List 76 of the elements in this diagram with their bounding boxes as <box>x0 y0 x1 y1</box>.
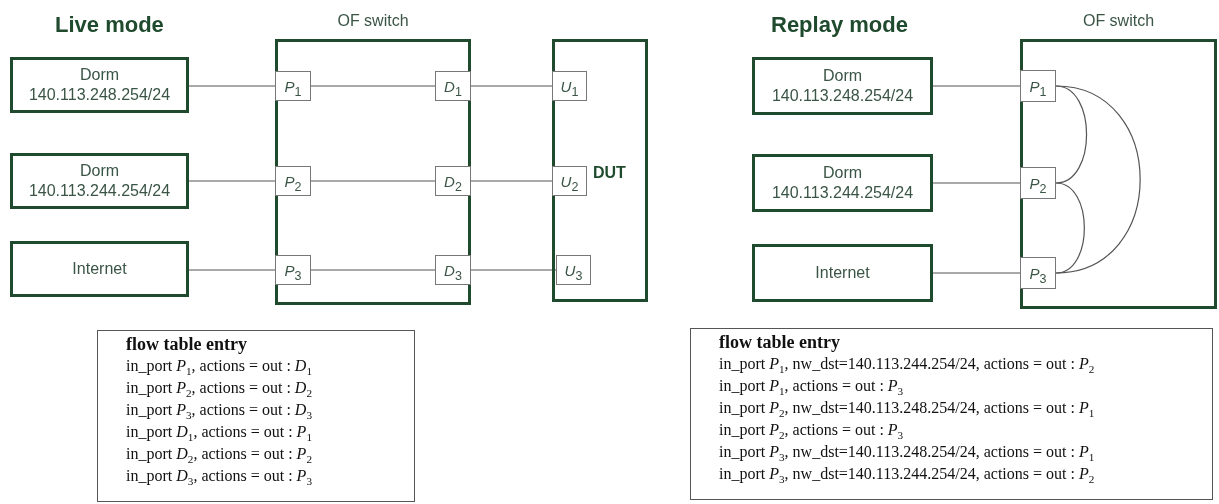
network-name: Dorm <box>822 163 863 183</box>
flow-rule-text: in_port P$_{3}$, nw_dst=140.113.244.254/24, actions = out : P$_{2}$ <box>719 464 1096 485</box>
flow-rule-text: in_port D$_{3}$, actions = out : P$_{3}$ <box>126 466 313 487</box>
table-heading: flow table entry <box>719 331 841 353</box>
network-box <box>752 154 933 212</box>
switch-label: OF switch <box>1082 12 1155 30</box>
port-box <box>1020 70 1056 102</box>
network-name: Internet <box>815 263 870 283</box>
mode-title: Replay mode <box>771 12 908 38</box>
network-box <box>752 57 933 115</box>
port-label: P$_{2}$ <box>1029 174 1047 192</box>
network-name: Dorm <box>79 161 120 181</box>
connection-line <box>470 85 553 87</box>
network-name: Dorm <box>79 65 120 85</box>
flow-rule-text: in_port D$_{2}$, actions = out : P$_{2}$ <box>126 444 313 465</box>
port-label: U$_{3}$ <box>564 261 583 279</box>
connection-line <box>1055 85 1088 184</box>
port-box <box>1020 167 1056 199</box>
network-box <box>10 57 189 113</box>
connection-line <box>188 85 276 87</box>
port-label: U$_{1}$ <box>560 77 579 95</box>
flow-table-box <box>690 328 1213 500</box>
flow-rule-text: in_port P$_{1}$, nw_dst=140.113.244.254/24, actions = out : P$_{2}$ <box>719 354 1096 375</box>
port-label: D$_{2}$ <box>444 172 462 190</box>
device-box <box>552 39 648 302</box>
port-box <box>435 71 471 101</box>
port-label: P$_{3}$ <box>1029 264 1047 282</box>
flow-rule-text: in_port P$_{1}$, actions = out : D$_{1}$ <box>126 356 313 377</box>
port-box <box>275 71 311 101</box>
connection-line <box>310 269 436 271</box>
network-box <box>10 153 189 209</box>
flow-rule-text: in_port P$_{2}$, nw_dst=140.113.248.254/24, actions = out : P$_{1}$ <box>719 398 1096 419</box>
flow-rule-text: in_port P$_{2}$, actions = out : D$_{2}$ <box>126 378 313 399</box>
connection-line <box>932 182 1021 184</box>
flow-rule-text: in_port P$_{2}$, actions = out : P$_{3}$ <box>719 420 905 441</box>
port-box <box>556 255 591 285</box>
ip-address: 140.113.244.254/24 <box>28 181 171 201</box>
mode-title: Live mode <box>55 12 164 38</box>
port-box <box>552 71 587 101</box>
table-heading: flow table entry <box>126 333 248 355</box>
flow-rule-text: in_port P$_{3}$, actions = out : D$_{3}$ <box>126 400 313 421</box>
network-name: Dorm <box>822 66 863 86</box>
port-box <box>435 255 471 285</box>
port-label: P$_{1}$ <box>284 77 302 95</box>
port-label: P$_{1}$ <box>1029 77 1047 95</box>
device-label: DUT <box>593 164 626 182</box>
port-label: P$_{2}$ <box>284 172 302 190</box>
connection-line <box>932 272 1021 274</box>
network-box <box>752 244 933 302</box>
ip-address: 140.113.248.254/24 <box>28 85 171 105</box>
ip-address: 140.113.248.254/24 <box>771 86 914 106</box>
port-label: P$_{3}$ <box>284 261 302 279</box>
network-box <box>10 241 189 297</box>
connection-line <box>1055 85 1141 274</box>
connection-line <box>932 85 1021 87</box>
connection-line <box>310 180 436 182</box>
connection-line <box>310 85 436 87</box>
switch-label: OF switch <box>337 12 409 30</box>
port-box <box>275 166 311 196</box>
connection-line <box>1055 182 1085 274</box>
flow-table-box <box>97 330 415 502</box>
flow-rule-text: in_port P$_{1}$, actions = out : P$_{3}$ <box>719 376 905 397</box>
port-label: U$_{2}$ <box>560 172 579 190</box>
port-box <box>275 255 311 285</box>
port-box <box>435 166 471 196</box>
connection-line <box>188 269 276 271</box>
port-box <box>1020 257 1056 289</box>
connection-line <box>188 180 276 182</box>
network-name: Internet <box>72 259 127 279</box>
flow-rule-text: in_port P$_{3}$, nw_dst=140.113.248.254/24, actions = out : P$_{1}$ <box>719 442 1096 463</box>
ip-address: 140.113.244.254/24 <box>771 183 914 203</box>
connection-line <box>470 180 553 182</box>
flow-rule-text: in_port D$_{1}$, actions = out : P$_{1}$ <box>126 422 313 443</box>
port-label: D$_{1}$ <box>444 77 462 95</box>
port-label: D$_{3}$ <box>444 261 462 279</box>
port-box <box>552 166 587 196</box>
